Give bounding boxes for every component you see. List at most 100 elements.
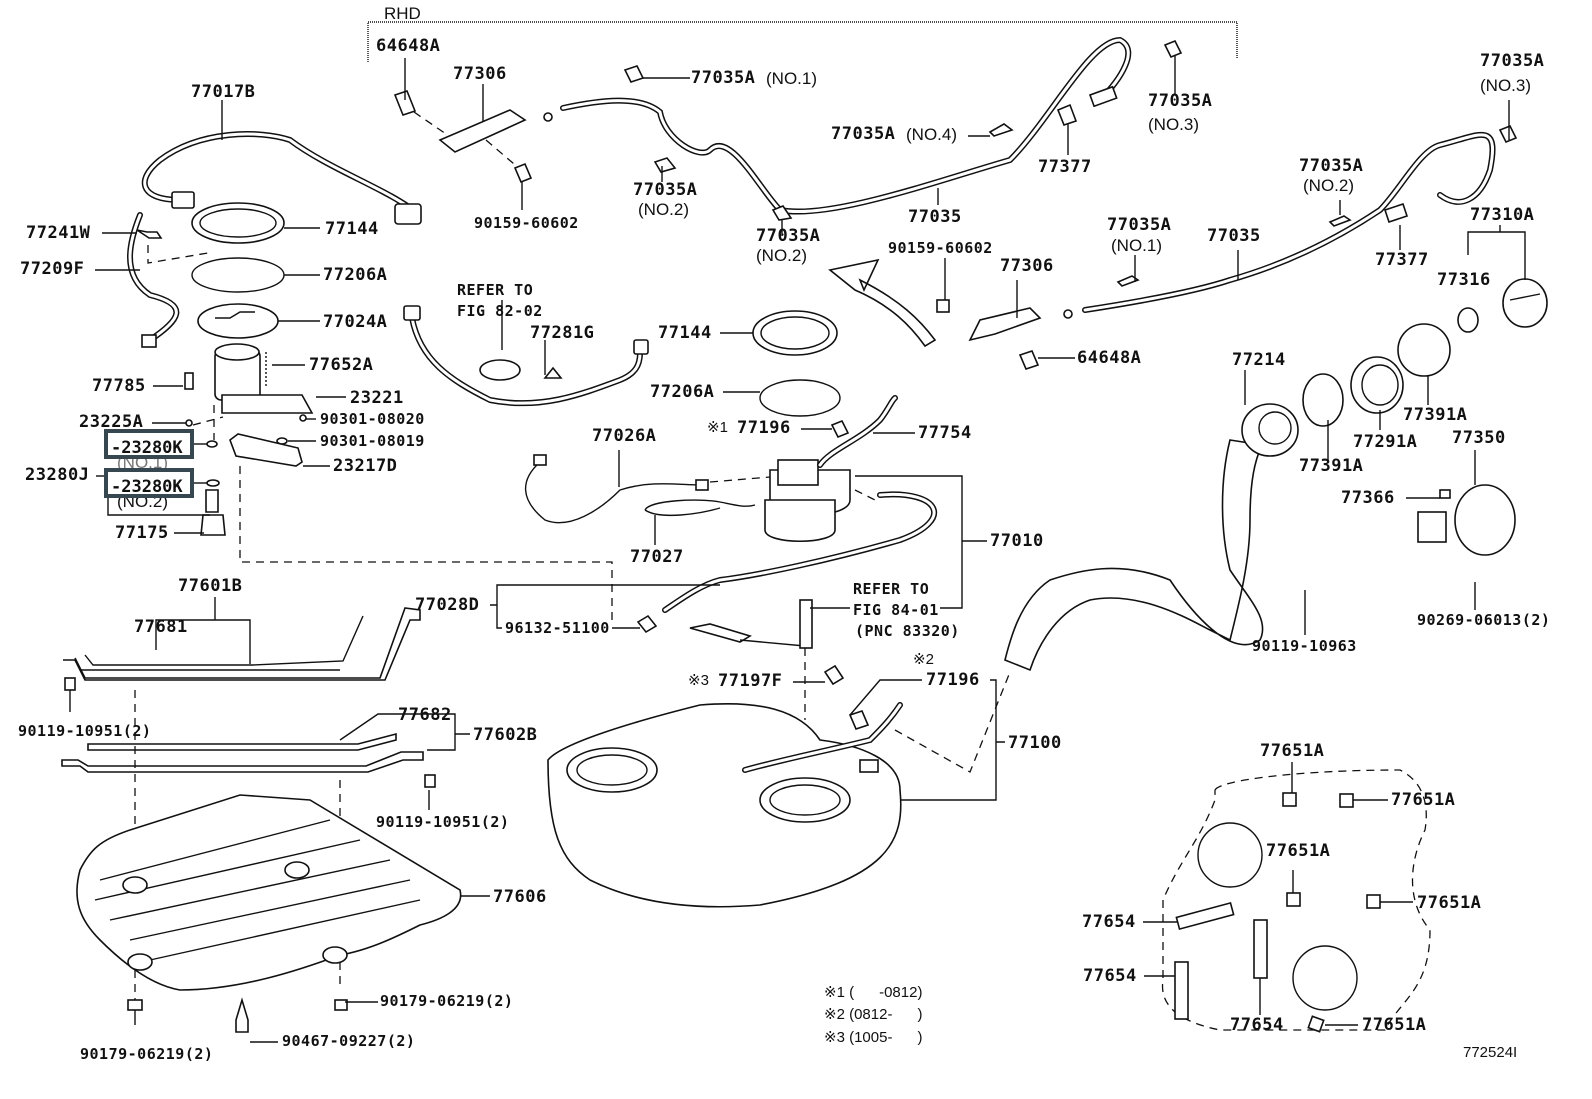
part-label-77377[interactable]: 77377 [1375,250,1429,270]
part-label-77035A-no1[interactable]: 77035A [691,68,756,88]
refer-to-fig-82-02-line2[interactable]: FIG 82-02 [457,302,543,320]
highlight-box-23280K-no2[interactable]: -23280K [104,468,194,498]
part-label-77028D[interactable]: 77028D [415,595,480,615]
part-label-77010[interactable]: 77010 [990,531,1044,551]
part-label-96132-51100[interactable]: 96132-51100 [505,619,610,637]
refer-to-fig-84-01-line3[interactable]: (PNC 83320) [855,622,960,640]
gasket-77206A-left [191,257,285,293]
part-label-77175[interactable]: 77175 [115,523,169,543]
part-label-77035A-no2[interactable]: 77035A [756,226,821,246]
sender-plate-77024A [197,303,279,339]
part-label-77196[interactable]: 77196 [926,670,980,690]
part-label-77027[interactable]: 77027 [630,547,684,567]
part-label-90159-60602[interactable]: 90159-60602 [474,214,579,232]
note-mark-1: ※1 [707,419,728,436]
part-label-77197F[interactable]: 77197F [718,671,783,691]
part-label-77350[interactable]: 77350 [1452,428,1506,448]
part-label-77035A-no4[interactable]: 77035A [831,124,896,144]
part-label-77391A[interactable]: 77391A [1299,456,1364,476]
footnote-1: ※1 ( -0812) [824,984,923,1001]
part-label-77035A-no3[interactable]: 77035A [1148,91,1213,111]
part-label-23217D[interactable]: 23217D [333,456,398,476]
part-label-90301-08019[interactable]: 90301-08019 [320,432,425,450]
part-label-77035[interactable]: 77035 [1207,226,1261,246]
part-label-90159-60602[interactable]: 90159-60602 [888,239,993,257]
part-label-77241W[interactable]: 77241W [26,223,91,243]
refer-to-fig-84-01-line2[interactable]: FIG 84-01 [853,601,939,619]
part-label-77214[interactable]: 77214 [1232,350,1286,370]
refer-to-fig-82-02-line1[interactable]: REFER TO [457,281,534,299]
part-label-77035A-no2[interactable]: 77035A [633,180,698,200]
note-mark-2: ※2 [913,651,934,668]
tank-protector-77606 [76,794,462,1033]
part-label-77144[interactable]: 77144 [658,323,712,343]
part-label-77651A[interactable]: 77651A [1266,841,1331,861]
part-label-90467-09227[interactable]: 90467-09227(2) [282,1032,416,1050]
part-label-77281G[interactable]: 77281G [530,323,595,343]
note-mark-3: ※3 [688,672,709,689]
part-label-90179-06219[interactable]: 90179-06219(2) [80,1045,214,1063]
part-label-77291A[interactable]: 77291A [1353,432,1418,452]
part-label-77035A-no1-sub: (NO.1) [1111,236,1162,255]
part-label-90119-10951[interactable]: 90119-10951(2) [376,813,510,831]
bracket-77241W [136,229,209,264]
part-label-77316[interactable]: 77316 [1437,270,1491,290]
part-label-77681[interactable]: 77681 [134,617,188,637]
part-label-64648A[interactable]: 64648A [376,36,441,56]
part-label-77100[interactable]: 77100 [1008,733,1062,753]
part-label-77024A[interactable]: 77024A [323,312,388,332]
part-label-77017B[interactable]: 77017B [191,82,256,102]
part-label-77651A[interactable]: 77651A [1260,741,1325,761]
retainer-ring-77144-mid [752,310,838,356]
part-label-77366[interactable]: 77366 [1341,488,1395,508]
part-label-77306[interactable]: 77306 [1000,256,1054,276]
part-label-77035A-no2[interactable]: 77035A [1299,156,1364,176]
part-label-77035[interactable]: 77035 [908,207,962,227]
part-label-77035A-no1[interactable]: 77035A [1107,215,1172,235]
part-label-77654[interactable]: 77654 [1082,912,1136,932]
part-label-77654[interactable]: 77654 [1230,1015,1284,1035]
part-label-90179-06219[interactable]: 90179-06219(2) [380,992,514,1010]
part-label-23280K-no2: -23280K [111,477,183,497]
part-label-90301-08020[interactable]: 90301-08020 [320,410,425,428]
part-label-77206A[interactable]: 77206A [650,382,715,402]
footnote-2: ※2 (0812- ) [824,1006,923,1023]
part-label-77601B[interactable]: 77601B [178,576,243,596]
cable-77035-top [543,36,1132,215]
part-label-77606[interactable]: 77606 [493,887,547,907]
part-label-64648A[interactable]: 64648A [1077,348,1142,368]
part-label-23225A[interactable]: 23225A [79,412,144,432]
hose-77209F [127,212,180,348]
part-label-77754[interactable]: 77754 [918,423,972,443]
refer-to-fig-84-01-line1[interactable]: REFER TO [853,580,930,598]
part-label-23221[interactable]: 23221 [350,388,404,408]
part-label-77654[interactable]: 77654 [1083,966,1137,986]
part-label-77196[interactable]: 77196 [737,418,791,438]
part-label-77209F[interactable]: 77209F [20,259,85,279]
part-label-77652A[interactable]: 77652A [309,355,374,375]
clip-77197F [823,664,845,686]
pump-body-23221 [184,343,314,414]
highlight-box-23280K-no1[interactable]: -23280K [104,429,194,459]
part-label-77602B[interactable]: 77602B [473,725,538,745]
part-label-77026A[interactable]: 77026A [592,426,657,446]
part-label-77306[interactable]: 77306 [453,64,507,84]
part-label-77206A[interactable]: 77206A [323,265,388,285]
part-label-90119-10951[interactable]: 90119-10951(2) [18,722,152,740]
part-label-77310A[interactable]: 77310A [1470,205,1535,225]
part-label-77651A[interactable]: 77651A [1391,790,1456,810]
part-label-77682[interactable]: 77682 [398,705,452,725]
harness-77026A [524,454,709,524]
part-label-77144[interactable]: 77144 [325,219,379,239]
part-label-77785[interactable]: 77785 [92,376,146,396]
part-label-77377[interactable]: 77377 [1038,157,1092,177]
part-label-23280J[interactable]: 23280J [25,465,90,485]
part-label-77391A[interactable]: 77391A [1403,405,1468,425]
part-label-77035A-no3[interactable]: 77035A [1480,51,1545,71]
part-label-77651A[interactable]: 77651A [1417,893,1482,913]
part-label-77651A[interactable]: 77651A [1362,1015,1427,1035]
part-label-90119-10963[interactable]: 90119-10963 [1252,637,1357,655]
part-label-90269-06013[interactable]: 90269-06013(2) [1417,611,1551,629]
direction-arrow [828,258,937,348]
retainer-ring-77144-left [191,202,285,244]
